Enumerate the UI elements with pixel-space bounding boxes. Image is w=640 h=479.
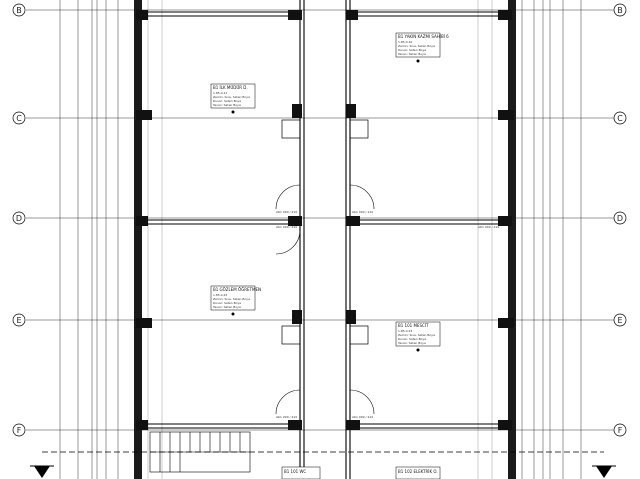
svg-text:B1 YAKIN KAZMI SAHİBİ 6: B1 YAKIN KAZMI SAHİBİ 6 <box>398 34 449 39</box>
vertical-grid-lines <box>59 0 582 479</box>
grid-bubble-d-right <box>613 211 627 225</box>
section-line <box>30 451 616 478</box>
svg-text:B1 102 ELEKTRİK O.: B1 102 ELEKTRİK O. <box>398 469 438 474</box>
grid-label-e-left: E <box>16 316 21 325</box>
door-tag: AK1 090 / 210 <box>276 415 297 419</box>
svg-text:Zemin: Sıva, Saten Boya: Zemin: Sıva, Saten Boya <box>398 333 435 337</box>
exterior-walls <box>134 0 516 479</box>
shafts <box>281 119 369 345</box>
grid-bubble-e-right <box>613 313 627 327</box>
svg-text:B1 101 MESCİT: B1 101 MESCİT <box>398 323 429 328</box>
svg-text:1.85.0.23: 1.85.0.23 <box>398 329 412 333</box>
svg-text:Duvar: Saten Boya: Duvar: Saten Boya <box>398 48 426 52</box>
left-exterior-wall <box>134 0 142 479</box>
svg-text:Tavan: Saten Boya: Tavan: Saten Boya <box>397 52 426 56</box>
svg-text:B1 İLK MÜDÜR D.: B1 İLK MÜDÜR D. <box>213 85 248 90</box>
corridor-walls <box>299 0 351 479</box>
grid-label-b-left: B <box>16 6 22 15</box>
room-label-r6: B1 102 ELEKTRİK O. <box>395 466 441 479</box>
room-label-r5: B1 101 WC <box>281 466 321 479</box>
room-label-r3: B1 GÖZLEM ÖĞRETMEN 1.85.0.22 Zemin: Sıva… <box>210 285 261 316</box>
grid-bubble-e-left <box>12 313 26 327</box>
door-tag: AK1 090 / 210 <box>276 225 297 229</box>
grid-bubble-f-left <box>12 423 26 437</box>
svg-text:Tavan: Saten Boya: Tavan: Saten Boya <box>212 305 241 309</box>
grid-bubble-c-right <box>613 111 627 125</box>
room-label-r2: B1 İLK MÜDÜR D. 1.85.0.21 Zemin: Sıva, S… <box>210 83 256 114</box>
grid-bubble-b-right <box>613 3 627 17</box>
grid-bubbles-right: B C D E F <box>613 3 627 437</box>
grid-bubble-c-left <box>12 111 26 125</box>
room-label-r1: B1 YAKIN KAZMI SAHİBİ 6 1.85.0.20 Zemin:… <box>395 32 449 63</box>
svg-text:Zemin: Sıva, Saten Boya: Zemin: Sıva, Saten Boya <box>213 95 250 99</box>
svg-text:Zemin: Sıva, Saten Boya: Zemin: Sıva, Saten Boya <box>213 297 250 301</box>
door-swings <box>275 184 375 415</box>
right-exterior-wall <box>508 0 516 479</box>
svg-text:1.85.0.22: 1.85.0.22 <box>213 293 227 297</box>
grid-label-f-right: F <box>618 426 623 435</box>
svg-text:1.85.0.21: 1.85.0.21 <box>213 91 227 95</box>
svg-text:Duvar: Saten Boya: Duvar: Saten Boya <box>213 99 241 103</box>
grid-label-e-right: E <box>617 316 622 325</box>
columns <box>136 10 514 430</box>
svg-text:Tavan: Saten Boya: Tavan: Saten Boya <box>212 103 241 107</box>
grid-label-d-right: D <box>617 214 623 223</box>
door-tags: AK1 090 / 210 AK1 090 / 210 AK1 090 / 21… <box>276 210 499 419</box>
grid-label-c-left: C <box>16 114 22 123</box>
section-marker-left <box>34 466 50 478</box>
grid-bubble-b-left <box>12 3 26 17</box>
grid-label-d-left: D <box>16 214 22 223</box>
horizontal-grid-lines <box>26 9 614 431</box>
grid-label-b-right: B <box>617 6 623 15</box>
door-tag: AK1 090 / 210 <box>352 210 373 214</box>
grid-bubble-d-left <box>12 211 26 225</box>
door-tag: AK1 090 / 210 <box>276 210 297 214</box>
partition-walls <box>142 11 508 429</box>
svg-text:B1 101 WC: B1 101 WC <box>284 469 306 474</box>
door-tag: AK1 090 / 210 <box>478 225 499 229</box>
grid-bubbles-left: B C D E F <box>12 3 26 437</box>
svg-text:Tavan: Saten Boya: Tavan: Saten Boya <box>397 341 426 345</box>
room-label-r4: B1 101 MESCİT 1.85.0.23 Zemin: Sıva, Sat… <box>395 321 441 352</box>
grid-label-c-right: C <box>617 114 623 123</box>
door-tag: AK1 090 / 210 <box>352 415 373 419</box>
svg-text:1.85.0.20: 1.85.0.20 <box>398 40 412 44</box>
svg-text:Duvar: Saten Boya: Duvar: Saten Boya <box>398 337 426 341</box>
svg-text:B1 GÖZLEM ÖĞRETMEN: B1 GÖZLEM ÖĞRETMEN <box>213 287 261 292</box>
svg-text:Zemin: Sıva, Saten Boya: Zemin: Sıva, Saten Boya <box>398 44 435 48</box>
section-marker-right <box>596 466 612 478</box>
grid-label-f-left: F <box>17 426 22 435</box>
grid-bubble-f-right <box>613 423 627 437</box>
svg-text:Duvar: Saten Boya: Duvar: Saten Boya <box>213 301 241 305</box>
